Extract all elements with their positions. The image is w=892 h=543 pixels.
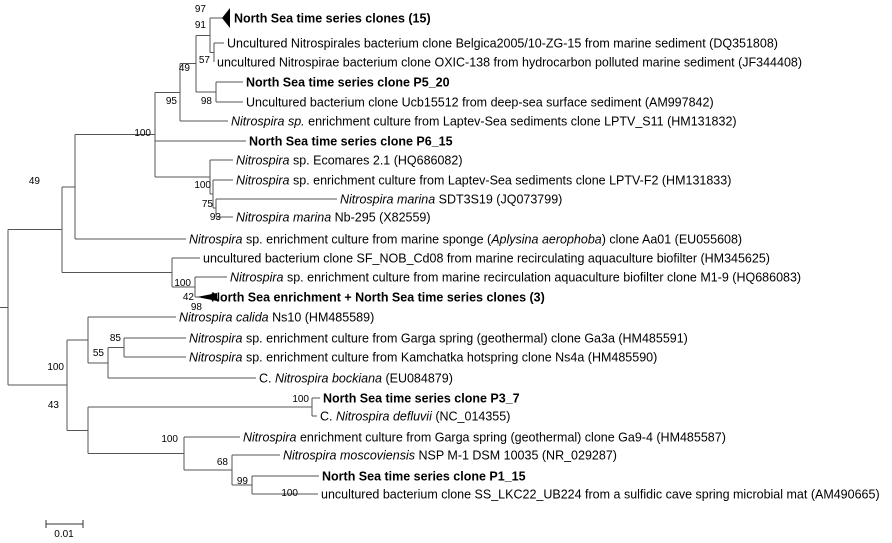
leaf-label-l21: C. Nitrospira defluvii (NC_014355)	[320, 410, 510, 424]
leaf-label-l22: Nitrospira enrichment culture from Garga…	[243, 431, 726, 445]
bootstrap-values: 9791574998951001007593491004298855510043…	[29, 4, 310, 499]
bootstrap-l1: 97	[195, 4, 207, 15]
bootstrap-l24-l25: 99	[237, 476, 249, 487]
tree-branches	[0, 17, 337, 495]
leaf-labels: North Sea time series clones (15) Uncultu…	[179, 12, 880, 502]
bootstrap-l17-l18: 85	[110, 333, 122, 344]
bootstrap-l24-tip: 100	[281, 488, 298, 499]
bootstrap-clade-d: 55	[93, 348, 105, 359]
leaf-label-l7: North Sea time series clone P6_15	[249, 135, 453, 149]
bootstrap-lower-clade: 100	[47, 362, 64, 373]
leaf-label-l20: North Sea time series clone P3_7	[323, 392, 520, 406]
leaf-label-l5: Uncultured bacterium clone Ucb15512 from…	[246, 96, 714, 110]
collapsed-clade-markers	[197, 8, 230, 301]
bootstrap-l4-l5: 98	[201, 96, 213, 107]
leaf-label-l11: Nitrospira marina Nb-295 (X82559)	[236, 211, 431, 225]
scale-bar-label: 0.01	[54, 529, 74, 540]
bootstrap-l13-l14-l15: 100	[174, 278, 191, 289]
bootstrap-clade-a: 49	[179, 63, 191, 74]
bootstrap-l10-l11: 75	[202, 199, 214, 210]
bootstrap-l1-l2-l3: 91	[195, 20, 207, 31]
collapsed-clade-triangle-L1	[222, 8, 230, 28]
scale-bar: 0.01	[45, 520, 84, 540]
bootstrap-l2-l3: 57	[199, 55, 211, 66]
leaf-label-l15: North Sea enrichment + North Sea time se…	[211, 291, 545, 305]
bootstrap-l15-inner: 42	[183, 292, 195, 303]
bootstrap-root-lower: 43	[48, 400, 60, 411]
bootstrap-l11: 93	[210, 212, 222, 223]
leaf-label-l25: uncultured bacterium clone SS_LKC22_UB22…	[321, 488, 880, 502]
bootstrap-clade-b: 95	[166, 96, 178, 107]
leaf-label-l8: Nitrospira sp. Ecomares 2.1 (HQ686082)	[236, 154, 463, 168]
leaf-label-l4: North Sea time series clone P5_20	[246, 76, 450, 90]
bootstrap-lower-b: 100	[161, 434, 178, 445]
bootstrap-clade-c: 100	[134, 128, 151, 139]
leaf-label-l3: uncultured Nitrospirae bacterium clone O…	[217, 56, 802, 70]
leaf-label-l17: Nitrospira sp. enrichment culture from G…	[189, 332, 688, 346]
leaf-label-l1: North Sea time series clones (15)	[234, 12, 431, 26]
collapsed-clade-triangle-L15	[197, 293, 217, 301]
leaf-label-l13: uncultured bacterium clone SF_NOB_Cd08 f…	[203, 252, 770, 266]
bootstrap-root-upper: 49	[29, 176, 41, 187]
leaf-label-l9: Nitrospira sp. enrichment culture from L…	[236, 174, 731, 188]
leaf-label-l19: C. Nitrospira bockiana (EU084879)	[259, 372, 453, 386]
leaf-label-l16: Nitrospira calida Ns10 (HM485589)	[179, 311, 374, 325]
bootstrap-l22-l25: 68	[217, 457, 229, 468]
leaf-label-l14: Nitrospira sp. enrichment culture from m…	[230, 271, 801, 285]
bootstrap-l15: 98	[191, 302, 203, 313]
bootstrap-l20-l21: 100	[292, 394, 309, 405]
leaf-label-l23: Nitrospira moscoviensis NSP M-1 DSM 1003…	[283, 449, 617, 463]
leaf-label-l10: Nitrospira marina SDT3S19 (JQ073799)	[340, 193, 562, 207]
leaf-label-l24: North Sea time series clone P1_15	[322, 470, 526, 484]
bootstrap-l9-l10-l11: 100	[194, 180, 211, 191]
leaf-label-l2: Uncultured Nitrospirales bacterium clone…	[227, 37, 778, 51]
leaf-label-l18: Nitrospira sp. enrichment culture from K…	[189, 351, 657, 365]
leaf-label-l12: Nitrospira sp. enrichment culture from m…	[189, 233, 742, 247]
leaf-label-l6: Nitrospira sp. enrichment culture from L…	[231, 115, 737, 129]
